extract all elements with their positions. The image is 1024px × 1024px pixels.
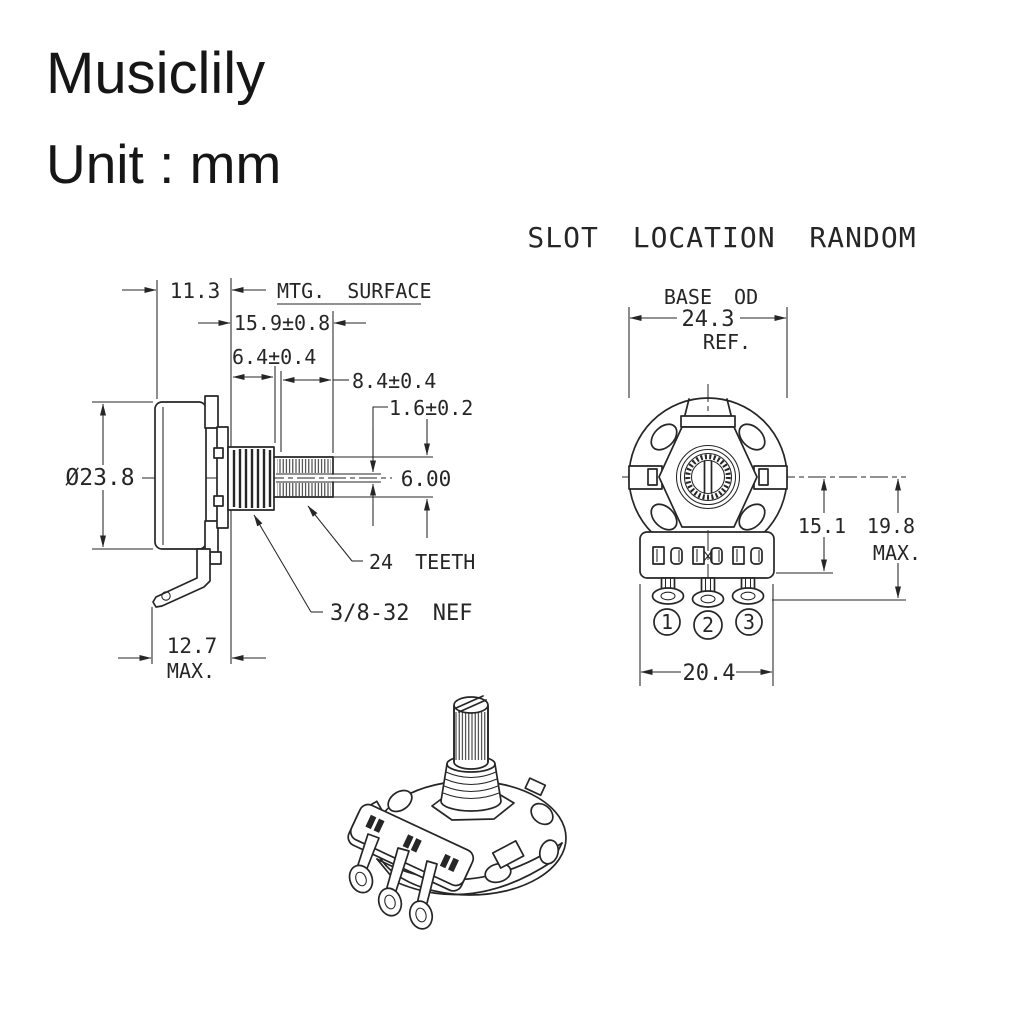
terminal-contacts (652, 546, 763, 565)
terminal-block: 1 2 3 (639, 531, 775, 640)
front-view-title: SLOT LOCATION RANDOM (527, 221, 916, 254)
mtg-surface-label: MTG. SURFACE (277, 279, 432, 303)
dim-body-diameter: Ø23.8 (64, 401, 153, 550)
dim-body-diameter-text: Ø23.8 (65, 465, 134, 491)
dim-center-to-lug-text: 15.1 (798, 514, 846, 538)
knurl-teeth-label: 24 TEETH (369, 550, 475, 574)
dim-bushing-shaft-length: 15.9±0.8 (198, 311, 366, 453)
dim-shaft-length-text: 8.4±0.4 (352, 369, 436, 393)
knurled-shaft (273, 456, 433, 498)
leader-thread-spec: 3/8-32 NEF (253, 514, 472, 626)
iso-lugs (348, 833, 438, 930)
dim-bushing-length: 6.4±0.4 (232, 345, 316, 443)
dim-body-depth: 11.3 MTG. SURFACE (122, 279, 432, 399)
unit-label: Unit : mm (46, 133, 282, 195)
dim-overall-height-max: MAX. (873, 541, 921, 565)
dim-shaft-diameter-text: 6.00 (401, 467, 452, 491)
threaded-bushing (227, 446, 275, 511)
terminal-3-label: 3 (743, 610, 755, 634)
dim-terminal-span-text: 20.4 (683, 661, 736, 686)
dim-bushing-length-text: 6.4±0.4 (232, 345, 316, 369)
dim-lug-depth-text: 12.7 (167, 634, 218, 658)
thread-spec-label: 3/8-32 NEF (330, 601, 472, 626)
pot-body-side (154, 395, 229, 565)
base-od-value: 24.3 (682, 307, 735, 332)
side-view: 11.3 MTG. SURFACE 15.9±0.8 6.4±0.4 (64, 278, 475, 683)
pot-body-front (622, 384, 906, 557)
solder-lug (152, 548, 211, 608)
terminal-legs (651, 577, 765, 608)
brand-title: Musiclily (46, 41, 266, 106)
iso-terminal-marks (365, 814, 459, 873)
terminal-1-label: 1 (661, 610, 673, 634)
dim-shaft-length: 8.4±0.4 (280, 369, 436, 452)
dim-lug-depth: 12.7 MAX. (118, 607, 266, 683)
dim-lug-depth-max: MAX. (167, 659, 215, 683)
dim-overall-height-text: 19.8 (867, 514, 915, 538)
dim-base-od: BASE OD 24.3 REF. (628, 285, 788, 398)
dim-slot-width-text: 1.6±0.2 (389, 396, 473, 420)
iso-terminal-plate (347, 803, 475, 892)
dim-body-depth-text: 11.3 (170, 279, 221, 303)
leader-knurl-teeth: 24 TEETH (307, 505, 475, 574)
dim-bushing-shaft-length-text: 15.9±0.8 (234, 311, 330, 335)
knurl-ring (685, 454, 731, 500)
terminal-numbers: 1 2 3 (653, 608, 763, 640)
base-od-label: BASE OD (664, 285, 758, 309)
front-view: SLOT LOCATION RANDOM BASE OD 24.3 REF. (527, 221, 921, 686)
dim-heights: 15.1 19.8 MAX. (772, 478, 921, 601)
dim-shaft-diameter: 6.00 (401, 419, 452, 538)
dim-terminal-span: 20.4 (639, 584, 774, 686)
isometric-view (347, 695, 567, 930)
base-od-ref: REF. (703, 330, 751, 354)
iso-shaft (453, 695, 489, 770)
terminal-2-label: 2 (702, 613, 714, 637)
dim-slot-width: 1.6±0.2 (370, 396, 473, 526)
